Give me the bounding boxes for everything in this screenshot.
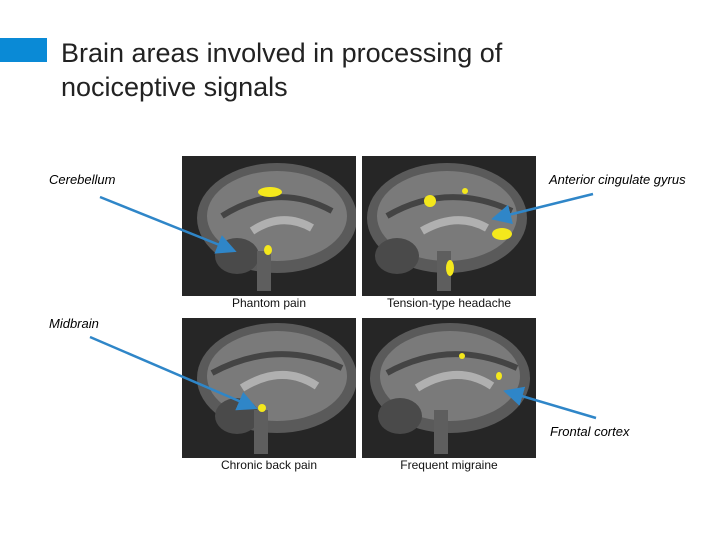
label-midbrain: Midbrain (49, 316, 99, 331)
mri-panel-phantom-pain (182, 156, 356, 296)
mri-scan-image (362, 318, 536, 458)
caption-phantom-pain: Phantom pain (182, 296, 356, 310)
mri-scan-image (182, 318, 356, 458)
title-line-2: nociceptive signals (61, 72, 288, 102)
caption-chronic-back-pain: Chronic back pain (182, 458, 356, 472)
mri-scan-image (182, 156, 356, 296)
label-cerebellum: Cerebellum (49, 172, 116, 187)
mri-panel-chronic-back-pain (182, 318, 356, 458)
label-frontal-cortex: Frontal cortex (550, 424, 630, 439)
title-line-1: Brain areas involved in processing of (61, 38, 503, 68)
mri-scan-image (362, 156, 536, 296)
mri-panel-tension-headache (362, 156, 536, 296)
mri-panel-frequent-migraine (362, 318, 536, 458)
label-anterior-cingulate-gyrus: Anterior cingulate gyrus (549, 172, 686, 187)
slide-title: Brain areas involved in processing of no… (61, 36, 621, 104)
caption-tension-headache: Tension-type headache (362, 296, 536, 310)
caption-frequent-migraine: Frequent migraine (362, 458, 536, 472)
title-accent-bar (0, 38, 47, 62)
